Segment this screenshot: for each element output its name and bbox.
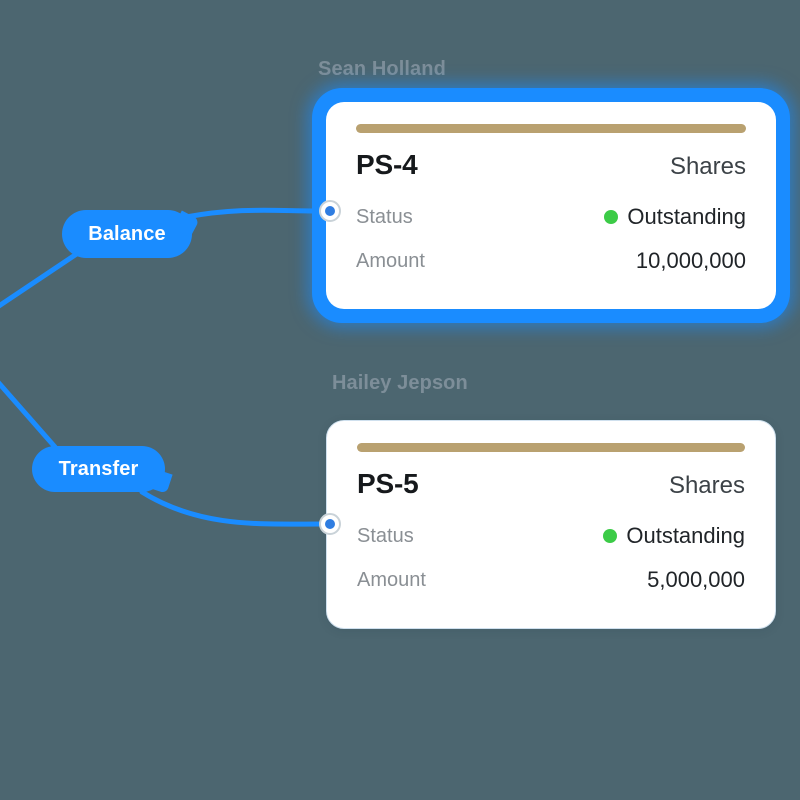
security-code: PS-5: [357, 468, 419, 499]
table-row: Status Outstanding: [356, 195, 746, 239]
node-selection-ring: PS-4 Shares Status Outstanding Amount 10…: [312, 88, 790, 323]
edge-label-transfer[interactable]: Transfer: [32, 446, 165, 492]
status-dot-icon: [603, 529, 618, 543]
status-dot-icon: [604, 210, 619, 224]
status-badge: Outstanding: [627, 204, 746, 229]
card-accent-bar: [356, 124, 746, 133]
row-value-status: Outstanding: [604, 204, 746, 230]
card-header: PS-4 Shares: [356, 149, 746, 181]
edge-incoming-balance: [0, 250, 81, 309]
edge-label-balance-text: Balance: [88, 222, 166, 245]
table-row: Status Outstanding: [357, 514, 745, 558]
card-header: PS-5 Shares: [357, 468, 745, 500]
edge-balance-to-ps4: [183, 207, 325, 220]
edge-transfer-to-ps5: [139, 489, 325, 527]
node-owner-label: Sean Holland: [318, 58, 446, 80]
row-value-status: Outstanding: [603, 523, 745, 549]
row-label-status: Status: [357, 524, 414, 547]
edge-label-transfer-text: Transfer: [58, 457, 139, 480]
security-code: PS-4: [356, 149, 418, 180]
edge-incoming-transfer: [0, 380, 58, 450]
table-row: Amount 5,000,000: [357, 558, 745, 602]
connector-dot-icon[interactable]: [319, 200, 341, 222]
row-label-amount: Amount: [357, 568, 426, 591]
status-badge: Outstanding: [626, 523, 745, 548]
row-label-amount: Amount: [356, 249, 425, 272]
security-kind: Shares: [669, 153, 746, 180]
security-card[interactable]: PS-5 Shares Status Outstanding Amount 5,…: [326, 420, 776, 629]
node-card-wrap: PS-5 Shares Status Outstanding Amount 5,…: [326, 420, 776, 629]
security-kind: Shares: [668, 472, 745, 499]
card-accent-bar: [357, 443, 745, 452]
node-owner-label: Hailey Jepson: [332, 372, 468, 394]
row-label-status: Status: [356, 205, 413, 228]
connector-dot-icon[interactable]: [319, 513, 341, 535]
security-card[interactable]: PS-4 Shares Status Outstanding Amount 10…: [326, 102, 776, 309]
row-value-amount: 5,000,000: [647, 567, 745, 592]
edge-label-balance[interactable]: Balance: [62, 210, 192, 258]
table-row: Amount 10,000,000: [356, 239, 746, 283]
row-value-amount: 10,000,000: [635, 248, 746, 273]
